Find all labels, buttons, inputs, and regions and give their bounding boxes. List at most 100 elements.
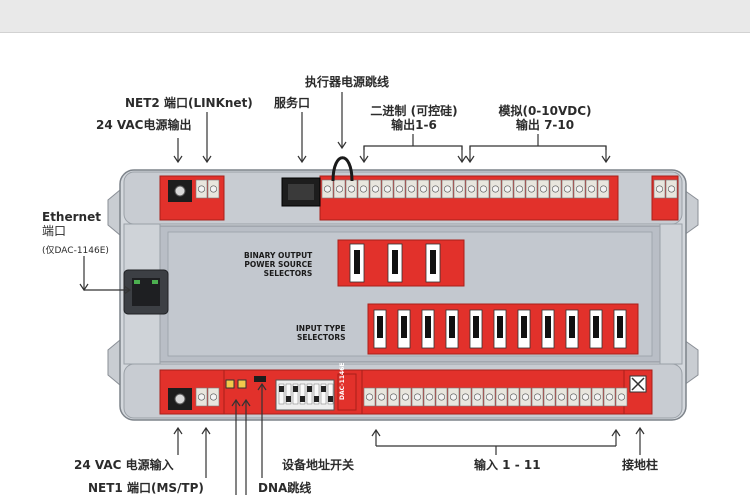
bottom-terminal-input-screw-4 [413,393,421,401]
dna-jumper-pin-2 [237,379,247,389]
callout-net2-head [202,155,212,164]
callout-vac-input-head [173,426,183,435]
top-terminal-output-screw-5 [383,185,391,193]
input-switch-knob-1 [401,316,407,338]
ethernet-line2: 端口 [42,224,67,238]
callout-net1-head [201,426,211,435]
top-terminal-output-screw-14 [491,185,499,193]
ethernet-port [123,269,169,315]
callout-analog-bracket [469,145,607,150]
callout-address-head [257,382,267,391]
dip-key-1 [285,383,292,405]
actuator-power-jumper-wire [331,156,354,182]
bottom-terminal-input-screw-8 [461,393,469,401]
dip-key-7 [327,383,334,405]
input-switch-knob-5 [497,316,503,338]
top-terminal-output-screw-6 [395,185,403,193]
bottom-terminal-input-screw-9 [473,393,481,401]
ethernet-line3: (仅DAC-1146E) [42,246,109,256]
bottom-terminal-input-screw-19 [593,393,601,401]
vac-input-screw [174,393,186,405]
label-net2-port: NET2 端口(LINKnet) [125,96,253,110]
binary-output-line2: 输出1-6 [391,118,437,132]
top-terminal-output-screw-16 [515,185,523,193]
callout-ground-head [635,426,645,435]
callout-dna-2-head [241,398,251,407]
top-terminals [195,179,678,199]
bottom-terminal-power-screw-0 [198,393,206,401]
dip-key-knob-0 [279,386,284,392]
input-switch-knob-3 [449,316,455,338]
bottom-terminal-input-screw-21 [617,393,625,401]
bottom-terminal-input-screw-0 [365,393,373,401]
ethernet-led-1 [134,280,140,284]
label-vac-input: 24 VAC 电源输入 [74,458,174,472]
top-terminal-output-screw-10 [443,185,451,193]
bottom-terminal-input-screw-1 [377,393,385,401]
address-dip-keys [278,383,334,405]
top-terminal-output-screw-13 [479,185,487,193]
callout-inputs-left-head [371,428,381,437]
label-actuator-power-wiring: 执行器电源跳线 [305,75,390,89]
label-ground-post: 接地柱 [622,458,659,472]
binary-switches [349,243,441,283]
top-terminal-power-screw-0 [198,185,206,193]
binary-switch-knob-2 [430,250,436,274]
label-binary-output: 二进制 (可控硅) 输出1-6 [364,104,464,132]
dip-key-knob-3 [300,396,305,402]
bottom-terminal-input-screw-10 [485,393,493,401]
callout-binary-bracket [363,145,463,150]
top-terminal-right-screw-1 [667,185,675,193]
bottom-terminal-input-screw-5 [425,393,433,401]
top-terminal-output-screw-12 [467,185,475,193]
dip-key-knob-6 [321,386,326,392]
input-switch-knob-7 [545,316,551,338]
input-switches [373,309,627,349]
bottom-terminal-input-screw-16 [557,393,565,401]
callout-arrows [79,92,645,495]
binary-selector-title: BINARY OUTPUT POWER SOURCE SELECTORS [244,251,312,278]
bottom-terminal-power-screw-1 [210,393,218,401]
model-label: DAC-1146E [339,362,346,400]
binary-selector-line1: BINARY OUTPUT [244,251,313,260]
dip-key-knob-2 [293,386,298,392]
input-switch-knob-0 [377,316,383,338]
top-terminal-output-screw-7 [407,185,415,193]
input-selector-line1: INPUT TYPE [296,324,346,333]
input-switch-knob-4 [473,316,479,338]
binary-switch-knob-0 [354,250,360,274]
binary-switch-knob-1 [392,250,398,274]
callout-inputs-right-head [611,428,621,437]
binary-output-selectors [337,239,465,287]
top-terminal-output-screw-15 [503,185,511,193]
bottom-terminals [195,387,628,407]
top-terminal-output-screw-9 [431,185,439,193]
bottom-terminal-input-screw-7 [449,393,457,401]
top-terminal-output-screw-20 [563,185,571,193]
dip-key-6 [320,383,327,405]
ethernet-line1: Ethernet [42,210,101,224]
bottom-terminal-input-screw-11 [497,393,505,401]
analog-output-line2: 输出 7-10 [515,118,575,132]
bottom-terminal-strips [159,369,653,415]
dip-key-5 [313,383,320,405]
top-bar [0,0,750,33]
label-analog-output: 模拟(0-10VDC) 输出 7-10 [490,104,600,132]
bottom-terminal-input-screw-15 [545,393,553,401]
dip-key-0 [278,383,285,405]
bottom-terminal-input-screw-17 [569,393,577,401]
mount-ear-left-top [107,188,121,237]
input-type-selectors [367,303,639,355]
top-terminal-output-screw-23 [599,185,607,193]
top-terminal-output-screw-0 [323,185,331,193]
callout-dna-1-head [231,398,241,407]
callout-service-head [297,155,307,164]
bottom-terminal-input-screw-6 [437,393,445,401]
dip-key-3 [299,383,306,405]
callout-vac-output-head [173,155,183,164]
analog-output-line1: 模拟(0-10VDC) [498,104,592,118]
mount-ear-left-bottom [107,338,121,387]
top-terminal-output-screw-11 [455,185,463,193]
top-terminal-output-screw-4 [371,185,379,193]
callout-analog-left-head [465,155,475,164]
